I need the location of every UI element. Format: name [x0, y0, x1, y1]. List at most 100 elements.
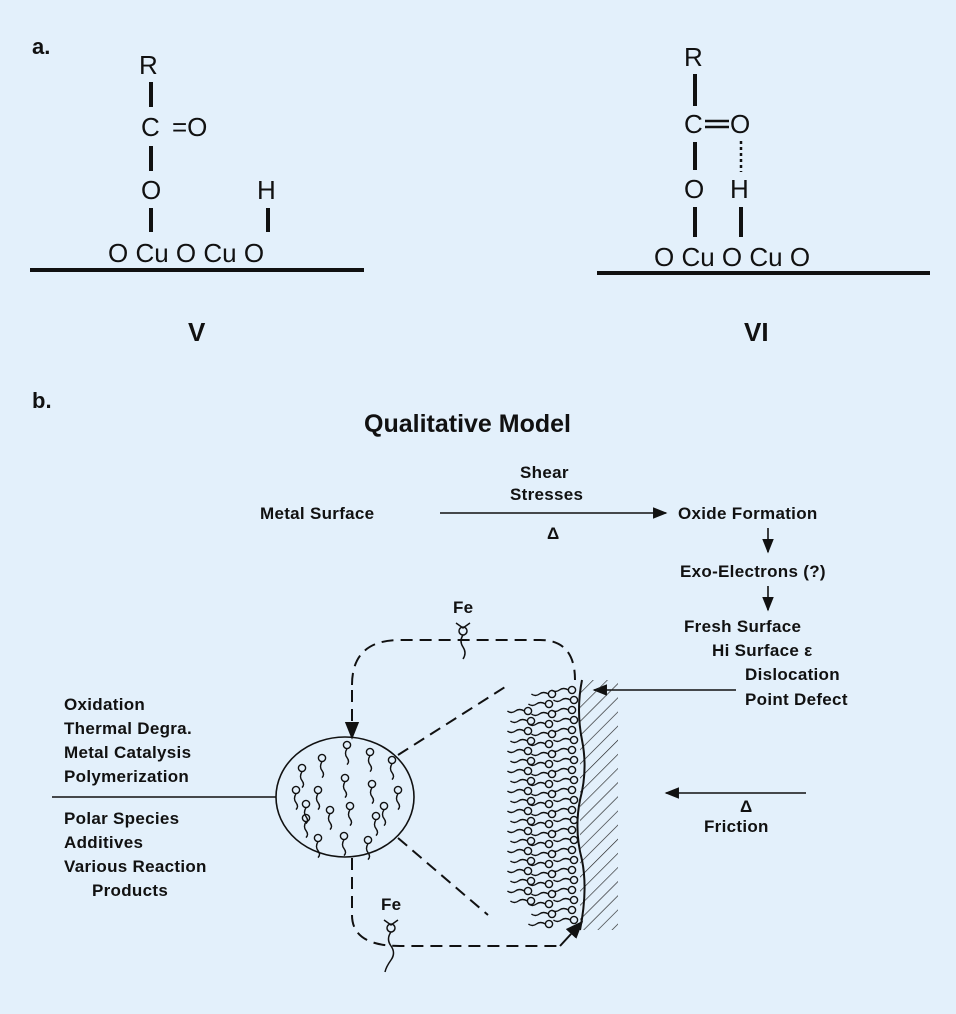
film-molecule: [506, 766, 533, 776]
oil-molecule: [313, 785, 323, 811]
structure-vi-ester-o: O: [684, 174, 704, 204]
film-molecule: [530, 769, 557, 779]
oil-molecule: [301, 813, 311, 839]
oil-molecule: [342, 740, 352, 766]
structure-vi-r: R: [684, 42, 703, 72]
structure-v-caption: V: [188, 317, 206, 347]
structure-v-carbonyl-o: =O: [172, 112, 207, 142]
structure-vi-hydroxyl-h: H: [730, 174, 749, 204]
film-molecule: [552, 695, 579, 705]
film-molecule: [530, 829, 557, 839]
film-molecule: [509, 856, 536, 866]
film-molecule: [509, 836, 536, 846]
zoom-line-bottom: [397, 837, 489, 916]
structure-v: R C =O O H O Cu O Cu O V: [30, 50, 364, 347]
oil-molecules: [291, 740, 403, 861]
film-molecule: [509, 736, 536, 746]
fe-top-molecule: [455, 622, 471, 660]
oil-molecule: [371, 811, 381, 837]
film-molecule: [552, 915, 579, 925]
oil-molecule: [345, 801, 355, 827]
film-molecule: [552, 775, 579, 785]
metal-surface-edge: [576, 679, 586, 931]
oil-molecule: [387, 755, 397, 781]
structure-v-surface-row: O Cu O Cu O: [108, 238, 264, 268]
shear-label-1: Shear: [520, 463, 569, 482]
film-molecule: [552, 835, 579, 845]
point-defect-label: Point Defect: [745, 690, 848, 709]
film-molecule: [552, 815, 579, 825]
metal-surface-hatch: [580, 680, 618, 930]
left-top-item: Polymerization: [64, 767, 189, 786]
oil-molecule: [297, 763, 307, 789]
film-molecule: [509, 776, 536, 786]
oil-molecule: [317, 753, 327, 779]
film-molecule: [506, 806, 533, 816]
oil-molecule: [339, 831, 349, 857]
film-molecule: [509, 756, 536, 766]
film-molecule: [530, 869, 557, 879]
hi-surface-label: Hi Surface ε: [712, 641, 812, 660]
structure-vi: R C O O H O Cu O Cu O VI: [597, 42, 930, 347]
adsorbed-film-molecules: [506, 685, 579, 929]
film-molecule: [506, 786, 533, 796]
structure-vi-carbonyl-o: O: [730, 109, 750, 139]
fe-bottom-label: Fe: [381, 895, 401, 914]
film-molecule: [509, 716, 536, 726]
panel-b-title: Qualitative Model: [364, 410, 571, 438]
left-top-item: Metal Catalysis: [64, 743, 191, 762]
film-molecule: [509, 816, 536, 826]
film-molecule: [552, 895, 579, 905]
fresh-surface-label: Fresh Surface: [684, 617, 801, 636]
film-molecule: [530, 809, 557, 819]
structure-vi-surface-row: O Cu O Cu O: [654, 242, 810, 272]
delta-top-label: Δ: [547, 524, 560, 543]
oil-molecule: [325, 805, 335, 831]
panel-b-label: b.: [32, 388, 52, 413]
left-top-list: Oxidation Thermal Degra. Metal Catalysis…: [64, 695, 192, 786]
structure-v-carbon: C: [141, 112, 160, 142]
panel-b: b. Qualitative Model Metal Surface Shear…: [32, 388, 848, 973]
film-molecule: [552, 735, 579, 745]
left-top-item: Thermal Degra.: [64, 719, 192, 738]
film-molecule: [509, 876, 536, 886]
oil-molecule: [379, 801, 389, 827]
film-molecule: [506, 846, 533, 856]
film-molecule: [509, 796, 536, 806]
friction-label: Friction: [704, 817, 769, 836]
film-molecule: [530, 749, 557, 759]
oil-molecule: [301, 799, 311, 825]
oil-molecule: [313, 833, 323, 859]
fe-top-label: Fe: [453, 598, 473, 617]
friction-delta-label: Δ: [740, 797, 753, 816]
structure-vi-caption: VI: [744, 317, 769, 347]
oxide-formation-label: Oxide Formation: [678, 504, 818, 523]
film-molecule: [552, 795, 579, 805]
structure-v-r: R: [139, 50, 158, 80]
film-molecule: [552, 875, 579, 885]
oil-molecule: [363, 835, 373, 861]
metal-surface-label: Metal Surface: [260, 504, 374, 523]
film-molecule: [506, 886, 533, 896]
film-molecule: [506, 866, 533, 876]
oil-molecule: [393, 785, 403, 811]
oil-droplet-circle: [275, 736, 415, 858]
structure-v-hydroxyl-h: H: [257, 175, 276, 205]
fe-bottom-molecule: [383, 919, 399, 973]
panel-a: a. R C =O O H O Cu O Cu O V R C O O: [30, 34, 930, 347]
film-molecule: [530, 849, 557, 859]
panel-a-label: a.: [32, 34, 50, 59]
film-molecule: [506, 746, 533, 756]
film-molecule: [530, 789, 557, 799]
film-molecule: [527, 699, 554, 709]
structure-vi-carbon: C: [684, 109, 703, 139]
left-bottom-item: Various Reaction: [64, 857, 207, 876]
film-molecule: [527, 919, 554, 929]
film-molecule: [552, 755, 579, 765]
left-bottom-item: Polar Species: [64, 809, 179, 828]
oil-molecule: [291, 785, 301, 811]
zoom-line-top: [397, 686, 506, 756]
film-molecule: [530, 889, 557, 899]
dislocation-label: Dislocation: [745, 665, 840, 684]
